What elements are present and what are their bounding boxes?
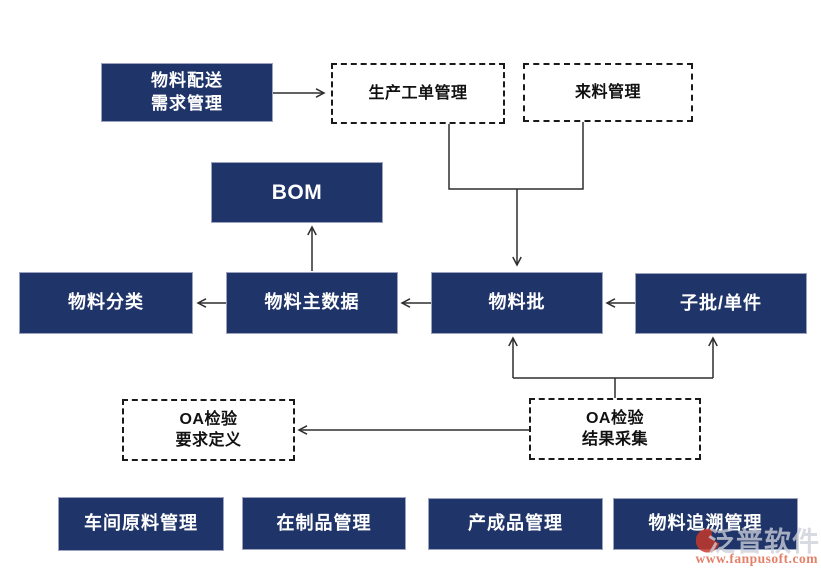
node-label: 物料分类 <box>68 292 144 313</box>
node-label: OA检验 <box>179 410 238 428</box>
node-material-batch: 物料批 <box>431 272 603 334</box>
node-bom: BOM <box>211 162 383 223</box>
node-finished-goods: 产成品管理 <box>428 498 603 550</box>
edge-qaresult-merge <box>513 377 713 398</box>
node-label: 车间原料管理 <box>84 513 198 534</box>
node-qa-inspection-result: OA检验 结果采集 <box>529 398 701 460</box>
node-label: 在制品管理 <box>276 512 372 533</box>
node-label: 结果采集 <box>581 431 648 448</box>
node-label: 需求管理 <box>151 93 223 113</box>
node-material-classification: 物料分类 <box>19 272 193 334</box>
node-label: 产成品管理 <box>468 513 563 534</box>
watermark-url-text: www.fanpusoft.com <box>695 551 818 566</box>
node-qa-inspection-requirement: OA检验 要求定义 <box>122 399 295 461</box>
node-label: BOM <box>271 180 323 204</box>
node-sub-batch-single-unit: 子批/单件 <box>635 273 807 334</box>
node-workshop-raw-material: 车间原料管理 <box>58 497 224 551</box>
node-incoming-material: 来料管理 <box>523 63 693 122</box>
node-production-work-order: 生产工单管理 <box>331 63 505 124</box>
node-label: 物料追溯管理 <box>648 513 763 534</box>
node-label: 要求定义 <box>175 432 242 449</box>
node-wip-management: 在制品管理 <box>242 497 406 550</box>
node-material-traceability: 物料追溯管理 <box>613 498 798 550</box>
node-material-master-data: 物料主数据 <box>226 272 398 334</box>
node-label: 物料批 <box>488 292 546 313</box>
node-label: 生产工单管理 <box>368 84 468 102</box>
node-label: 物料配送 <box>151 71 223 91</box>
node-label: OA检验 <box>585 409 644 427</box>
node-label: 来料管理 <box>574 83 641 101</box>
node-label: 物料主数据 <box>264 292 360 313</box>
edge-workorder-incoming-merge <box>448 122 584 190</box>
node-label: 子批/单件 <box>679 292 762 313</box>
node-material-distribution-demand: 物料配送 需求管理 <box>101 63 273 122</box>
